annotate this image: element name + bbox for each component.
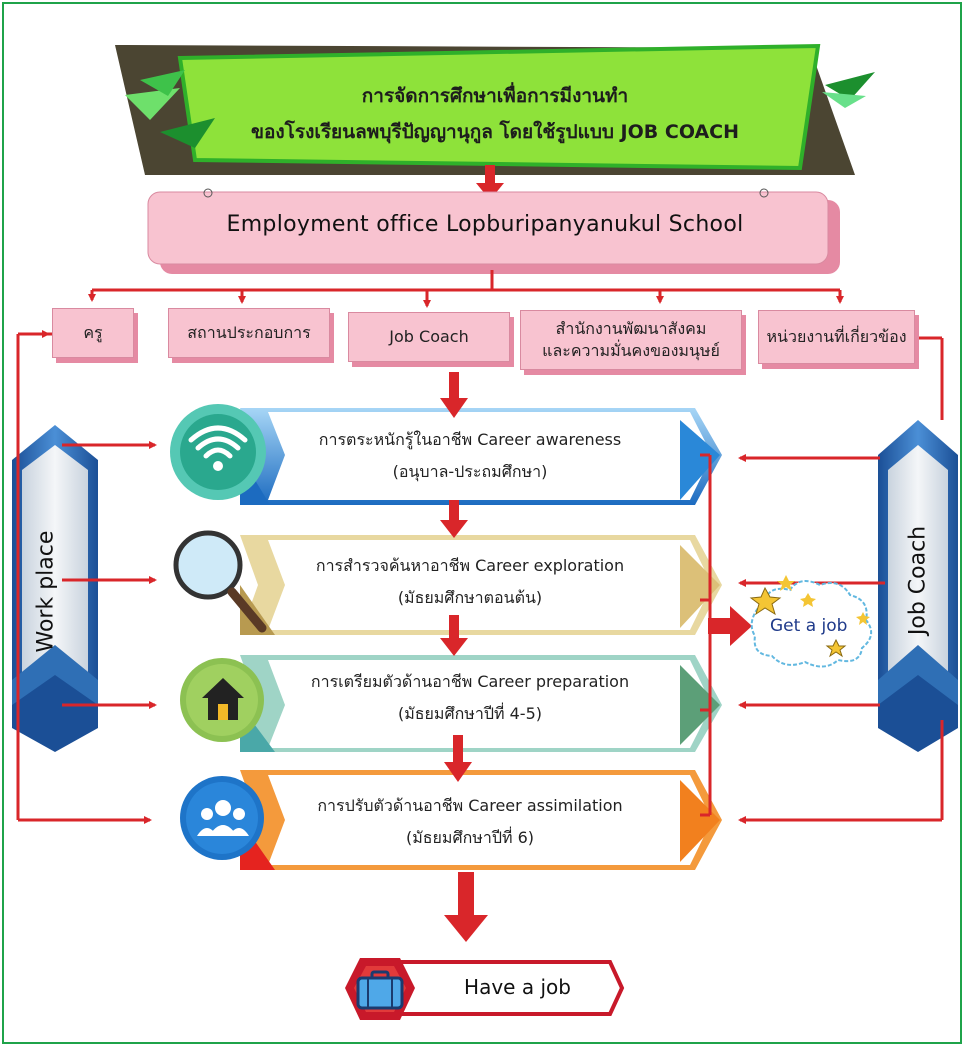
briefcase-icon <box>356 970 404 1010</box>
stage-ribbon-4 <box>180 770 722 870</box>
employment-office-box <box>147 188 840 274</box>
stage-3-title: การเตรียมตัวด้านอาชีพ Career preparation <box>310 672 630 691</box>
stage-2-level: (มัธยมศึกษาตอนต้น) <box>397 588 543 607</box>
title-line-2: ของโรงเรียนลพบุรีปัญญานุกูล โดยใช้รูปแบบ… <box>250 121 740 143</box>
employment-office-label: Employment office Lopburipanyanukul Scho… <box>226 212 744 237</box>
title-banner <box>115 43 875 175</box>
stage-4-title: การปรับตัวด้านอาชีพ Career assimilation <box>317 796 623 815</box>
jobcoach-banner <box>878 420 958 752</box>
get-a-job-cloud <box>749 575 873 668</box>
partner-social-development-office: สำนักงานพัฒนาสังคม และความมั่นคงของมนุษย… <box>520 310 742 370</box>
people-icon <box>197 800 249 836</box>
partner-related-agencies: หน่วยงานที่เกี่ยวข้อง <box>758 310 915 364</box>
partner-teacher: ครู <box>52 308 134 358</box>
stage-2-title: การสำรวจค้นหาอาชีพ Career exploration <box>315 556 625 575</box>
house-icon <box>202 678 244 720</box>
stage-1-text: การตระหนักรู้ในอาชีพ Career awareness (อ… <box>290 424 650 488</box>
magnifier-icon <box>176 532 242 598</box>
stage-1-title: การตระหนักรู้ในอาชีพ Career awareness <box>318 430 622 449</box>
title-line-1: การจัดการศึกษาเพื่อการมีงานทำ <box>361 85 629 107</box>
stage-3-text: การเตรียมตัวด้านอาชีพ Career preparation… <box>290 666 650 730</box>
partner-enterprise: สถานประกอบการ <box>168 308 330 358</box>
main-title: การจัดการศึกษาเพื่อการมีงานทำ ของโรงเรีย… <box>200 78 790 150</box>
stage-ribbon-3 <box>180 655 722 752</box>
get-a-job-label: Get a job <box>770 616 848 636</box>
stage-4-level: (มัธยมศึกษาปีที่ 6) <box>405 828 535 847</box>
stage-ribbon-2 <box>173 530 722 635</box>
stage-2-text: การสำรวจค้นหาอาชีพ Career exploration (ม… <box>290 550 650 614</box>
jobcoach-side-label: Job Coach <box>905 525 931 636</box>
wifi-icon <box>188 425 248 471</box>
partner-job-coach: Job Coach <box>348 312 510 362</box>
stage-4-text: การปรับตัวด้านอาชีพ Career assimilation … <box>290 790 650 854</box>
have-a-job-label: Have a job <box>464 975 571 999</box>
workplace-banner <box>12 425 98 752</box>
stage-ribbon-1 <box>170 404 722 505</box>
workplace-label: Work place <box>33 530 59 653</box>
stage-1-level: (อนุบาล-ประถมศึกษา) <box>392 462 548 481</box>
stage-3-level: (มัธยมศึกษาปีที่ 4-5) <box>397 704 542 723</box>
